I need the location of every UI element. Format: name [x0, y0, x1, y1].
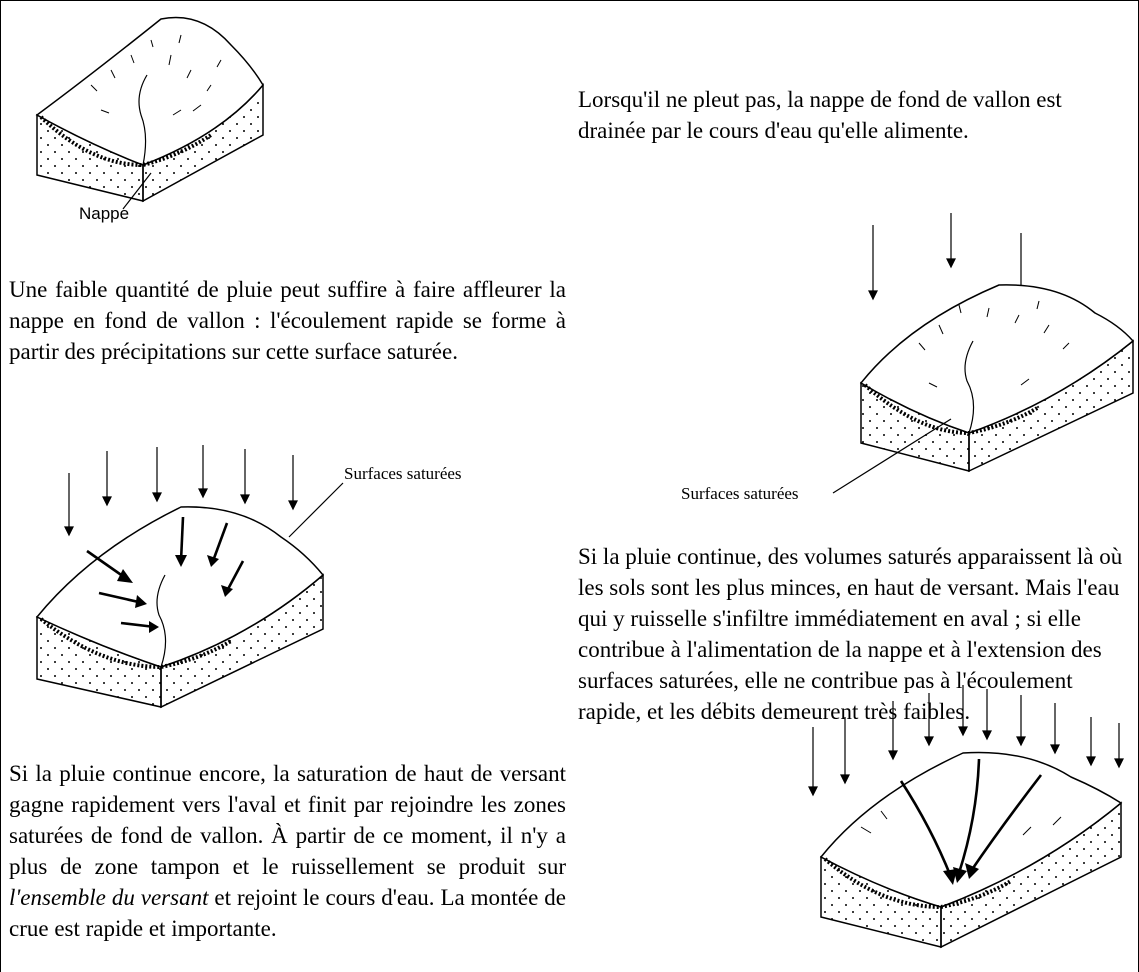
block-diagram-heavy-rain — [801, 677, 1131, 967]
paragraph-heavy-rain: Si la pluie continue encore, la saturati… — [9, 758, 566, 944]
block-diagram-continued-rain-illustration — [35, 445, 344, 709]
paragraph-heavy-rain-part2: et rejoint le cours d'eau. La montée de … — [9, 885, 566, 941]
label-surfaces-saturees-1: Surfaces saturées — [344, 464, 462, 483]
paragraph-heavy-rain-italic: l'ensemble du versant — [9, 885, 209, 910]
block-diagram-continued-rain — [31, 441, 351, 721]
paragraph-light-rain: Une faible quantité de pluie peut suffir… — [9, 277, 566, 364]
paragraph-heavy-rain-part1: Si la pluie continue encore, la saturati… — [9, 761, 566, 879]
label-surfaces-saturees-2: Surfaces saturées — [681, 484, 799, 503]
paragraph-continued-rain: Si la pluie continue, des volumes saturé… — [578, 544, 1123, 724]
block-diagram-light-rain — [832, 193, 1139, 494]
block-diagram-heavy-rain-illustration — [808, 685, 1124, 949]
label-nappe: Nappe — [79, 204, 130, 223]
block-diagram-light-rain-illustration — [832, 213, 1135, 494]
block-diagram-dry — [31, 15, 271, 215]
paragraph-dry-conditions: Lorsqu'il ne pleut pas, la nappe de fond… — [578, 87, 1062, 143]
block-diagram-dry-illustration — [35, 16, 264, 210]
